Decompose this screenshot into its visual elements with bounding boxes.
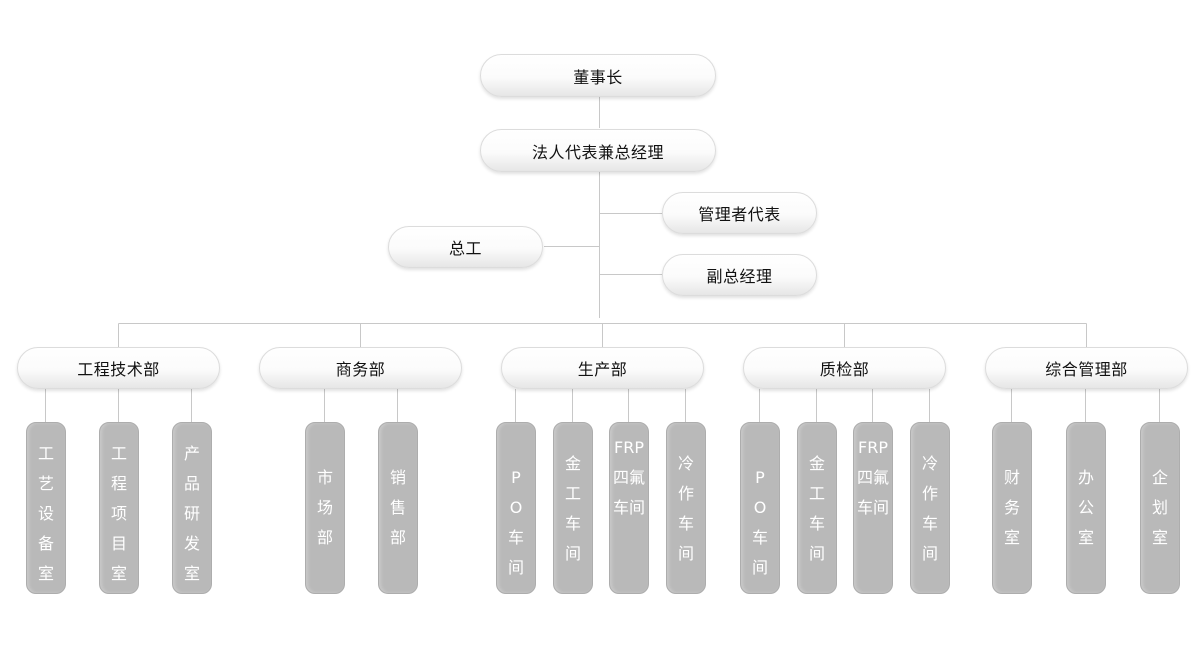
unit-box: 办公室 bbox=[1066, 422, 1106, 594]
general-manager-label: 法人代表兼总经理 bbox=[531, 142, 664, 162]
management-representative-label: 管理者代表 bbox=[698, 205, 781, 224]
chairman-label: 董事长 bbox=[573, 67, 623, 87]
unit-label: PO车间 bbox=[751, 468, 768, 577]
unit-label: 金工车间 bbox=[808, 454, 825, 563]
department-box: 商务部 bbox=[259, 347, 462, 389]
unit-box: 市场部 bbox=[305, 422, 345, 594]
unit-box: PO车间 bbox=[740, 422, 780, 594]
unit-label: 工艺设备室 bbox=[37, 444, 54, 583]
general-manager-box: 法人代表兼总经理 bbox=[480, 129, 716, 172]
unit-label: 企划室 bbox=[1151, 468, 1168, 547]
chief-engineer-box: 总工 bbox=[388, 226, 543, 268]
unit-box: 销售部 bbox=[378, 422, 418, 594]
unit-box: FRP四氟车间 bbox=[609, 422, 649, 594]
unit-label: 工程项目室 bbox=[110, 444, 127, 583]
unit-box: 冷作车间 bbox=[910, 422, 950, 594]
unit-box: 金工车间 bbox=[797, 422, 837, 594]
management-representative-box: 管理者代表 bbox=[662, 192, 817, 234]
unit-label: 金工车间 bbox=[564, 454, 581, 563]
unit-label: FRP四氟车间 bbox=[612, 438, 645, 517]
unit-label: 冷作车间 bbox=[677, 454, 694, 563]
unit-box: PO车间 bbox=[496, 422, 536, 594]
deputy-general-manager-label: 副总经理 bbox=[706, 267, 773, 286]
unit-box: 企划室 bbox=[1140, 422, 1180, 594]
deputy-general-manager-box: 副总经理 bbox=[662, 254, 817, 296]
department-box: 质检部 bbox=[743, 347, 946, 389]
unit-box: 工程项目室 bbox=[99, 422, 139, 594]
department-box: 工程技术部 bbox=[17, 347, 220, 389]
unit-box: 财务室 bbox=[992, 422, 1032, 594]
department-box: 生产部 bbox=[501, 347, 704, 389]
department-label: 商务部 bbox=[335, 360, 386, 379]
unit-box: 金工车间 bbox=[553, 422, 593, 594]
unit-label: 销售部 bbox=[389, 468, 406, 547]
department-label: 综合管理部 bbox=[1045, 360, 1128, 379]
department-label: 生产部 bbox=[577, 360, 628, 379]
department-box: 综合管理部 bbox=[985, 347, 1188, 389]
unit-box: 产品研发室 bbox=[172, 422, 212, 594]
unit-label: 市场部 bbox=[316, 468, 333, 547]
unit-label: 冷作车间 bbox=[921, 454, 938, 563]
unit-label: FRP四氟车间 bbox=[856, 438, 889, 517]
unit-label: 财务室 bbox=[1003, 468, 1020, 547]
chief-engineer-label: 总工 bbox=[448, 239, 482, 258]
chairman-box: 董事长 bbox=[480, 54, 716, 97]
unit-label: 产品研发室 bbox=[183, 444, 200, 583]
department-label: 工程技术部 bbox=[77, 360, 160, 379]
unit-box: FRP四氟车间 bbox=[853, 422, 893, 594]
department-label: 质检部 bbox=[819, 360, 870, 379]
unit-label: 办公室 bbox=[1077, 468, 1094, 547]
unit-box: 工艺设备室 bbox=[26, 422, 66, 594]
unit-label: PO车间 bbox=[507, 468, 524, 577]
unit-box: 冷作车间 bbox=[666, 422, 706, 594]
